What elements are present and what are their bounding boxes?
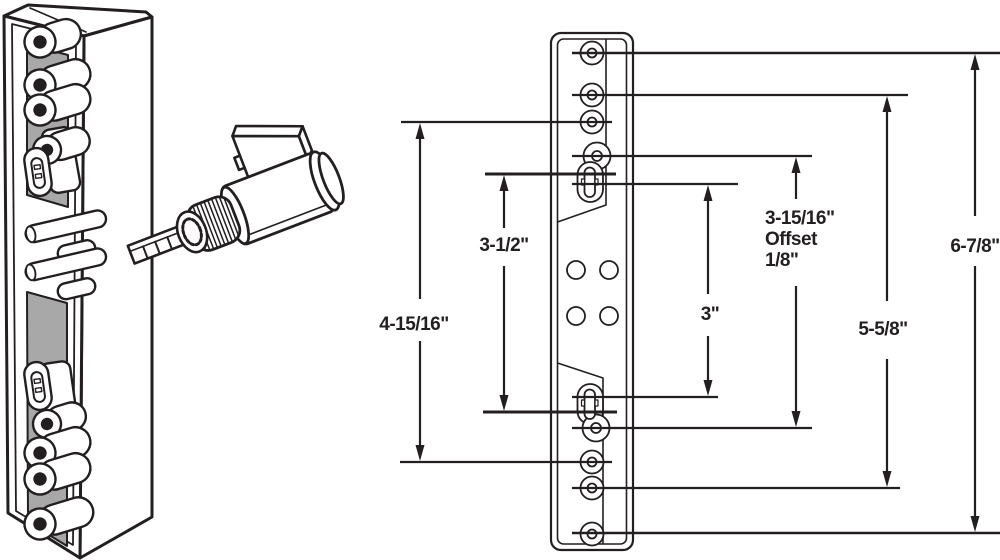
knurled-collar — [185, 185, 251, 252]
dim-label-offset-3: 1/8" — [765, 250, 798, 271]
dim-label-3: 3" — [701, 304, 720, 325]
slotted-tab-top — [23, 146, 53, 198]
lock-pin — [23, 82, 92, 127]
lock-pin — [23, 451, 92, 496]
dimension-4-15-16: 4-15/16" — [379, 123, 449, 461]
spline-face — [175, 210, 209, 254]
lock-pin — [23, 496, 95, 541]
mounting-hole — [566, 260, 619, 326]
actuator-rod — [24, 209, 108, 244]
dim-label-offset-1: 3-15/16" — [765, 208, 834, 229]
lock-pin — [23, 17, 83, 59]
faceplate-drawing — [549, 31, 635, 552]
leader-lines — [400, 51, 1000, 535]
dimension-3-1-2: 3-1/2" — [479, 175, 529, 411]
key-blade — [231, 124, 314, 183]
dimension-5-5-8: 5-5/8" — [858, 96, 908, 487]
dim-label-6-7-8: 6-7/8" — [950, 236, 999, 257]
dim-label-offset-2: Offset — [765, 229, 818, 250]
key-cylinder-illustration — [126, 124, 345, 265]
slotted-tab-bottom — [23, 360, 53, 412]
dimension-3-15-16-offset: 3-15/16" Offset 1/8" — [765, 157, 835, 427]
dim-label-5-5-8: 5-5/8" — [858, 319, 907, 340]
dim-label-3-1-2: 3-1/2" — [479, 235, 528, 256]
dim-label-4-15-16: 4-15/16" — [379, 314, 448, 335]
actuator-rod — [56, 277, 97, 301]
actuator-rod — [24, 247, 108, 282]
lock-body-illustration — [2, 3, 154, 560]
dimension-3: 3" — [701, 185, 720, 396]
cylinder-body — [220, 150, 345, 246]
dimension-6-7-8: 6-7/8" — [950, 54, 1000, 532]
